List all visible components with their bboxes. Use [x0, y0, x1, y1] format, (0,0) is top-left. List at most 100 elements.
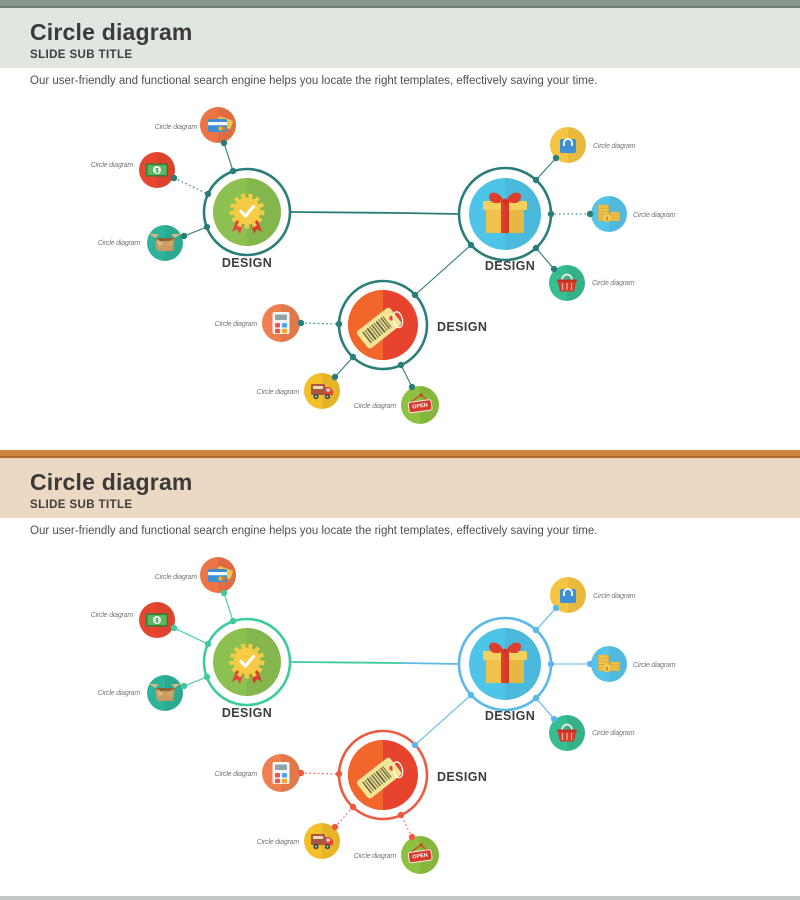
satellite-label: Circle diagram	[91, 612, 134, 619]
satellite-shopping-bag: Circle diagram	[550, 577, 636, 613]
slide-description: Our user-friendly and functional search …	[30, 525, 598, 537]
satellite-label: Circle diagram	[593, 143, 636, 150]
connector-award-gift-left	[289, 211, 403, 214]
slide-2-header: Circle diagram SLIDE SUB TITLE	[0, 458, 800, 518]
connector-dot	[408, 383, 416, 391]
shopping-bag-icon	[559, 138, 577, 154]
slide-2: Circle diagram SLIDE SUB TITLE Our user-…	[0, 450, 800, 900]
connector-dot	[297, 769, 305, 777]
connector-box	[183, 226, 208, 237]
connector-dot	[550, 265, 558, 273]
slide-description: Our user-friendly and functional search …	[30, 75, 598, 87]
satellite-credit-card: Circle diagram	[155, 107, 236, 143]
satellite-gold-coins: $ Circle diagram	[591, 646, 676, 682]
satellite-calculator: Circle diagram	[215, 754, 300, 792]
satellite-shopping-basket: Circle diagram	[549, 265, 635, 301]
connector-dot	[331, 823, 339, 831]
slide-subtitle: SLIDE SUB TITLE	[30, 499, 133, 511]
design-label-tag: DESIGN	[437, 770, 487, 784]
connector-open-sign	[400, 814, 413, 838]
satellite-label: Circle diagram	[257, 389, 300, 396]
connector-basket	[535, 247, 555, 270]
calculator-icon	[272, 312, 290, 334]
connector-dot	[532, 244, 540, 252]
design-label-gift: DESIGN	[485, 709, 535, 723]
connector-dot	[411, 291, 419, 299]
dollar-glyph: $	[155, 169, 159, 175]
main-node-gift: DESIGN	[457, 616, 553, 723]
satellite-delivery-box: Circle diagram	[98, 225, 183, 261]
connector-gift-tag	[414, 244, 472, 296]
slide-subtitle: SLIDE SUB TITLE	[30, 49, 133, 61]
satellite-label: Circle diagram	[354, 853, 397, 860]
satellite-label: Circle diagram	[593, 593, 636, 600]
connector-dot	[550, 715, 558, 723]
connector-dot	[349, 803, 357, 811]
connector-dot	[220, 139, 228, 147]
slide-1-header: Circle diagram SLIDE SUB TITLE	[0, 8, 800, 68]
satellite-delivery-truck: Circle diagram	[257, 823, 340, 859]
satellite-label: Circle diagram	[215, 321, 258, 328]
connector-lines	[173, 592, 590, 838]
dollar-glyph: $	[606, 217, 609, 223]
connector-dot	[586, 210, 594, 218]
satellite-label: Circle diagram	[592, 280, 635, 287]
connector-dot	[170, 174, 178, 182]
connector-truck	[334, 356, 354, 378]
satellite-open-sign: OPEN Circle diagram	[354, 386, 439, 424]
satellite-delivery-box: Circle diagram	[98, 675, 183, 711]
slide-title: Circle diagram	[30, 469, 193, 495]
connector-credit-card	[223, 592, 234, 622]
connector-dot	[586, 660, 594, 668]
award-medal-icon	[232, 196, 262, 234]
dollar-glyph: $	[155, 619, 159, 625]
satellite-money: $ Circle diagram	[91, 602, 175, 638]
connector-calculator	[300, 322, 340, 325]
connector-dot	[467, 691, 475, 699]
main-node-award: DESIGN	[202, 167, 292, 270]
connector-money	[173, 627, 209, 645]
dollar-glyph: $	[606, 667, 609, 673]
next-slide-strip	[0, 896, 800, 900]
connector-dot	[297, 319, 305, 327]
connector-dot	[229, 617, 237, 625]
satellite-delivery-truck: Circle diagram	[257, 373, 340, 409]
satellite-shopping-basket: Circle diagram	[549, 715, 635, 751]
connector-lines	[173, 142, 590, 388]
satellite-label: Circle diagram	[91, 162, 134, 169]
connector-dot	[397, 811, 405, 819]
satellite-gold-coins: $ Circle diagram	[591, 196, 676, 232]
satellite-label: Circle diagram	[98, 240, 141, 247]
design-label-tag: DESIGN	[437, 320, 487, 334]
connector-dot	[349, 353, 357, 361]
connector-award-gift-right	[401, 662, 460, 665]
connector-gift-tag	[414, 694, 472, 746]
connector-bag	[535, 157, 557, 181]
connector-dot	[170, 624, 178, 632]
satellite-label: Circle diagram	[155, 574, 198, 581]
design-label-gift: DESIGN	[485, 259, 535, 273]
connector-dot	[204, 640, 212, 648]
open-sign-text: OPEN	[412, 402, 428, 410]
connector-calculator	[300, 772, 340, 775]
award-medal-icon	[232, 646, 262, 684]
connector-dot	[552, 154, 560, 162]
satellite-money: $ Circle diagram	[91, 152, 175, 188]
connector-basket	[535, 697, 555, 720]
connector-dot	[408, 833, 416, 841]
connector-dot	[411, 741, 419, 749]
circle-diagram-graphic: DESIGN DESIGN DESIGN Circle diagram	[91, 557, 676, 874]
satellite-open-sign: OPEN Circle diagram	[354, 836, 439, 874]
satellite-label: Circle diagram	[215, 771, 258, 778]
connector-dot	[203, 223, 211, 231]
slide-title: Circle diagram	[30, 19, 193, 45]
connector-dots	[170, 139, 594, 391]
design-label-award: DESIGN	[222, 256, 272, 270]
connector-open-sign	[400, 364, 413, 388]
shopping-bag-icon	[559, 588, 577, 604]
satellite-credit-card: Circle diagram	[155, 557, 236, 593]
connector-bag	[535, 607, 557, 631]
connector-dot	[203, 673, 211, 681]
satellite-label: Circle diagram	[592, 730, 635, 737]
connector-dot	[532, 694, 540, 702]
